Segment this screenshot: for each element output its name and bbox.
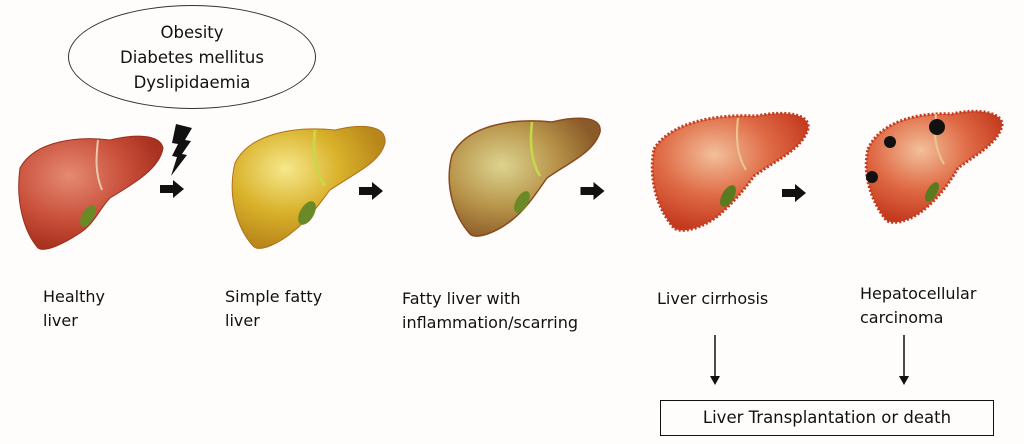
risk-factor-diabetes: Diabetes mellitus [120,48,264,67]
tumor-spot [929,119,945,135]
risk-factors-ellipse: Obesity Diabetes mellitus Dyslipidaemia [68,5,316,109]
tumor-spot [884,136,896,148]
lightning-bolt-icon [171,124,192,176]
outcome-box: Liver Transplantation or death [660,400,994,436]
right-arrow-icon [782,184,806,202]
risk-factor-obesity: Obesity [160,23,224,42]
liver-cirrhosis-image [650,111,810,232]
right-arrow-icon [580,182,605,200]
outcome-label: Liver Transplantation or death [702,408,952,427]
liver-healthy-image [18,135,164,250]
down-arrow-icon [710,335,720,385]
risk-factor-dyslipidaemia: Dyslipidaemia [133,73,251,92]
liver-carcinoma-image [864,109,1004,224]
liver-inflamed-image [448,117,601,237]
stage-label-cirrhosis: Liver cirrhosis [657,289,769,308]
tumor-spot [866,171,878,183]
right-arrow-icon [359,182,383,200]
down-arrow-icon [899,335,909,385]
right-arrow-icon [160,180,184,198]
liver-simple-fatty-image [231,125,386,249]
